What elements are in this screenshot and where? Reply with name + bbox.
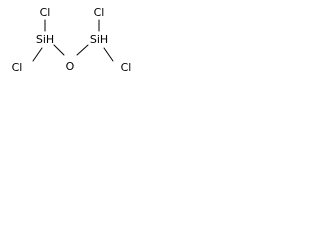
molecule-diagram: Cl Cl SiH O SiH Cl Cl [12,6,132,74]
bond-si1-o1 [53,44,65,56]
atom-cl3: Cl [94,6,105,19]
atom-cl1: Cl [40,6,51,19]
atom-o1: O [66,60,75,73]
bond-o1-si2 [76,44,89,56]
bond-si1-cl2 [32,47,43,62]
atom-cl4: Cl [121,61,132,74]
atom-si1: SiH [36,33,54,46]
bond-si2-cl4 [103,47,114,62]
atom-cl2: Cl [12,61,23,74]
atom-si2: SiH [90,33,108,46]
